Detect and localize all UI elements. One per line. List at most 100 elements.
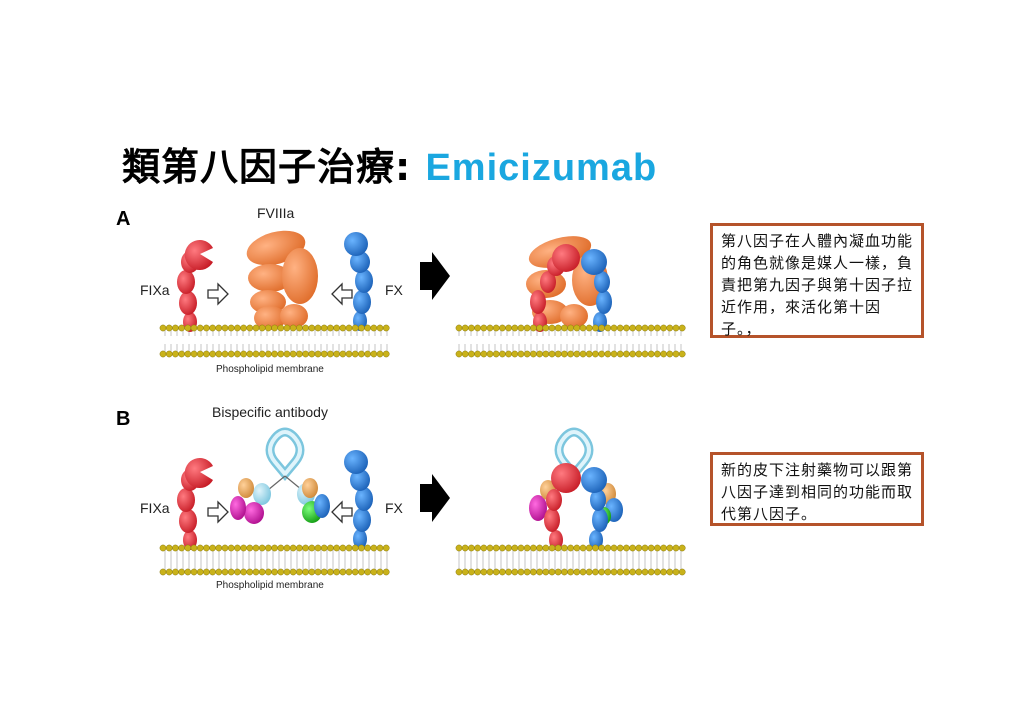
lipid-head — [492, 568, 500, 576]
fx-molecule-a — [344, 232, 373, 331]
lipid-head — [227, 544, 235, 552]
lipid-head — [351, 568, 359, 576]
panel-b-note: 新的皮下注射藥物可以跟第八因子達到相同的功能而取代第八因子。 — [710, 452, 924, 526]
lipid-head — [277, 324, 285, 332]
panel-b-fixa-label: FIXa — [140, 500, 170, 516]
lipid-head — [358, 350, 365, 358]
lipid-head — [666, 324, 674, 332]
lipid-head — [505, 544, 512, 552]
lipid-head — [345, 350, 353, 358]
lipid-head — [468, 324, 475, 332]
lipid-head — [296, 568, 303, 576]
lipid-head — [308, 544, 316, 552]
lipid-head — [252, 568, 260, 576]
lipid-head — [364, 324, 371, 332]
lipid-head — [283, 544, 291, 552]
lipid-head — [190, 350, 198, 358]
lipid-head — [461, 544, 469, 552]
lipid-head — [339, 324, 347, 332]
lipid-head — [505, 350, 512, 358]
lipid-head — [536, 324, 543, 332]
lipid-head — [623, 544, 630, 552]
lipid-head — [672, 544, 680, 552]
lipid-head — [258, 324, 266, 332]
lipid-head — [289, 350, 297, 358]
lipid-head — [296, 324, 303, 332]
lipid-head — [604, 350, 612, 358]
lipid-head — [616, 568, 624, 576]
lipid-head — [455, 544, 463, 552]
lipid-head — [159, 544, 167, 552]
lipid-head — [567, 544, 574, 552]
lipid-head — [554, 544, 562, 552]
lipid-head — [604, 544, 612, 552]
lipid-head — [567, 350, 574, 358]
lipid-head — [314, 568, 322, 576]
lipid-head — [455, 324, 463, 332]
lipid-head — [252, 350, 260, 358]
lipid-head — [672, 568, 680, 576]
lipid-head — [592, 568, 599, 576]
lipid-head — [221, 568, 229, 576]
lipid-head — [209, 350, 216, 358]
lipid-head — [629, 324, 636, 332]
lipid-head — [548, 350, 556, 358]
lipid-head — [271, 350, 278, 358]
lipid-head — [320, 324, 328, 332]
lipid-head — [474, 568, 481, 576]
lipid-head — [474, 350, 481, 358]
lipid-head — [585, 544, 593, 552]
lipid-head — [573, 568, 581, 576]
lipid-head — [302, 324, 309, 332]
lipid-head — [455, 568, 463, 576]
lipid-head — [678, 324, 686, 332]
lipid-head — [641, 350, 649, 358]
lipid-head — [234, 350, 241, 358]
lipid-head — [604, 324, 612, 332]
lipid-head — [320, 544, 328, 552]
lipid-head — [172, 544, 179, 552]
lipid-head — [320, 350, 328, 358]
lipid-head — [178, 568, 185, 576]
lipid-head — [358, 568, 365, 576]
lipid-head — [585, 568, 593, 576]
lipid-head — [296, 544, 303, 552]
lipid-head — [339, 568, 347, 576]
lipid-head — [234, 568, 241, 576]
lipid-head — [215, 350, 223, 358]
lipid-head — [277, 544, 285, 552]
lipid-head — [190, 544, 198, 552]
lipid-head — [604, 568, 612, 576]
lipid-head — [666, 544, 674, 552]
lipid-head — [635, 324, 643, 332]
lipid-head — [209, 544, 216, 552]
lipid-head — [382, 568, 390, 576]
lipid-head — [486, 324, 494, 332]
lipid-head — [339, 544, 347, 552]
lipid-head — [654, 568, 661, 576]
lipid-head — [523, 544, 531, 552]
fx-molecule-b — [344, 450, 373, 549]
big-arrow-icon — [420, 474, 450, 522]
lipid-head — [314, 544, 322, 552]
lipid-head — [548, 568, 556, 576]
lipid-head — [585, 350, 593, 358]
lipid-head — [561, 350, 568, 358]
lipid-head — [579, 544, 587, 552]
lipid-head — [382, 324, 390, 332]
lipid-head — [542, 544, 550, 552]
lipid-head — [271, 544, 278, 552]
panel-a-letter: A — [116, 208, 131, 230]
lipid-head — [327, 350, 334, 358]
lipid-head — [190, 568, 198, 576]
lipid-head — [610, 324, 618, 332]
fviiia-molecule-a — [246, 230, 318, 330]
lipid-head — [598, 324, 605, 332]
lipid-head — [536, 350, 543, 358]
lipid-head — [523, 350, 531, 358]
lipid-head — [271, 324, 278, 332]
lipid-head — [492, 544, 500, 552]
lipid-head — [370, 544, 378, 552]
lipid-head — [370, 324, 378, 332]
lipid-head — [660, 350, 667, 358]
